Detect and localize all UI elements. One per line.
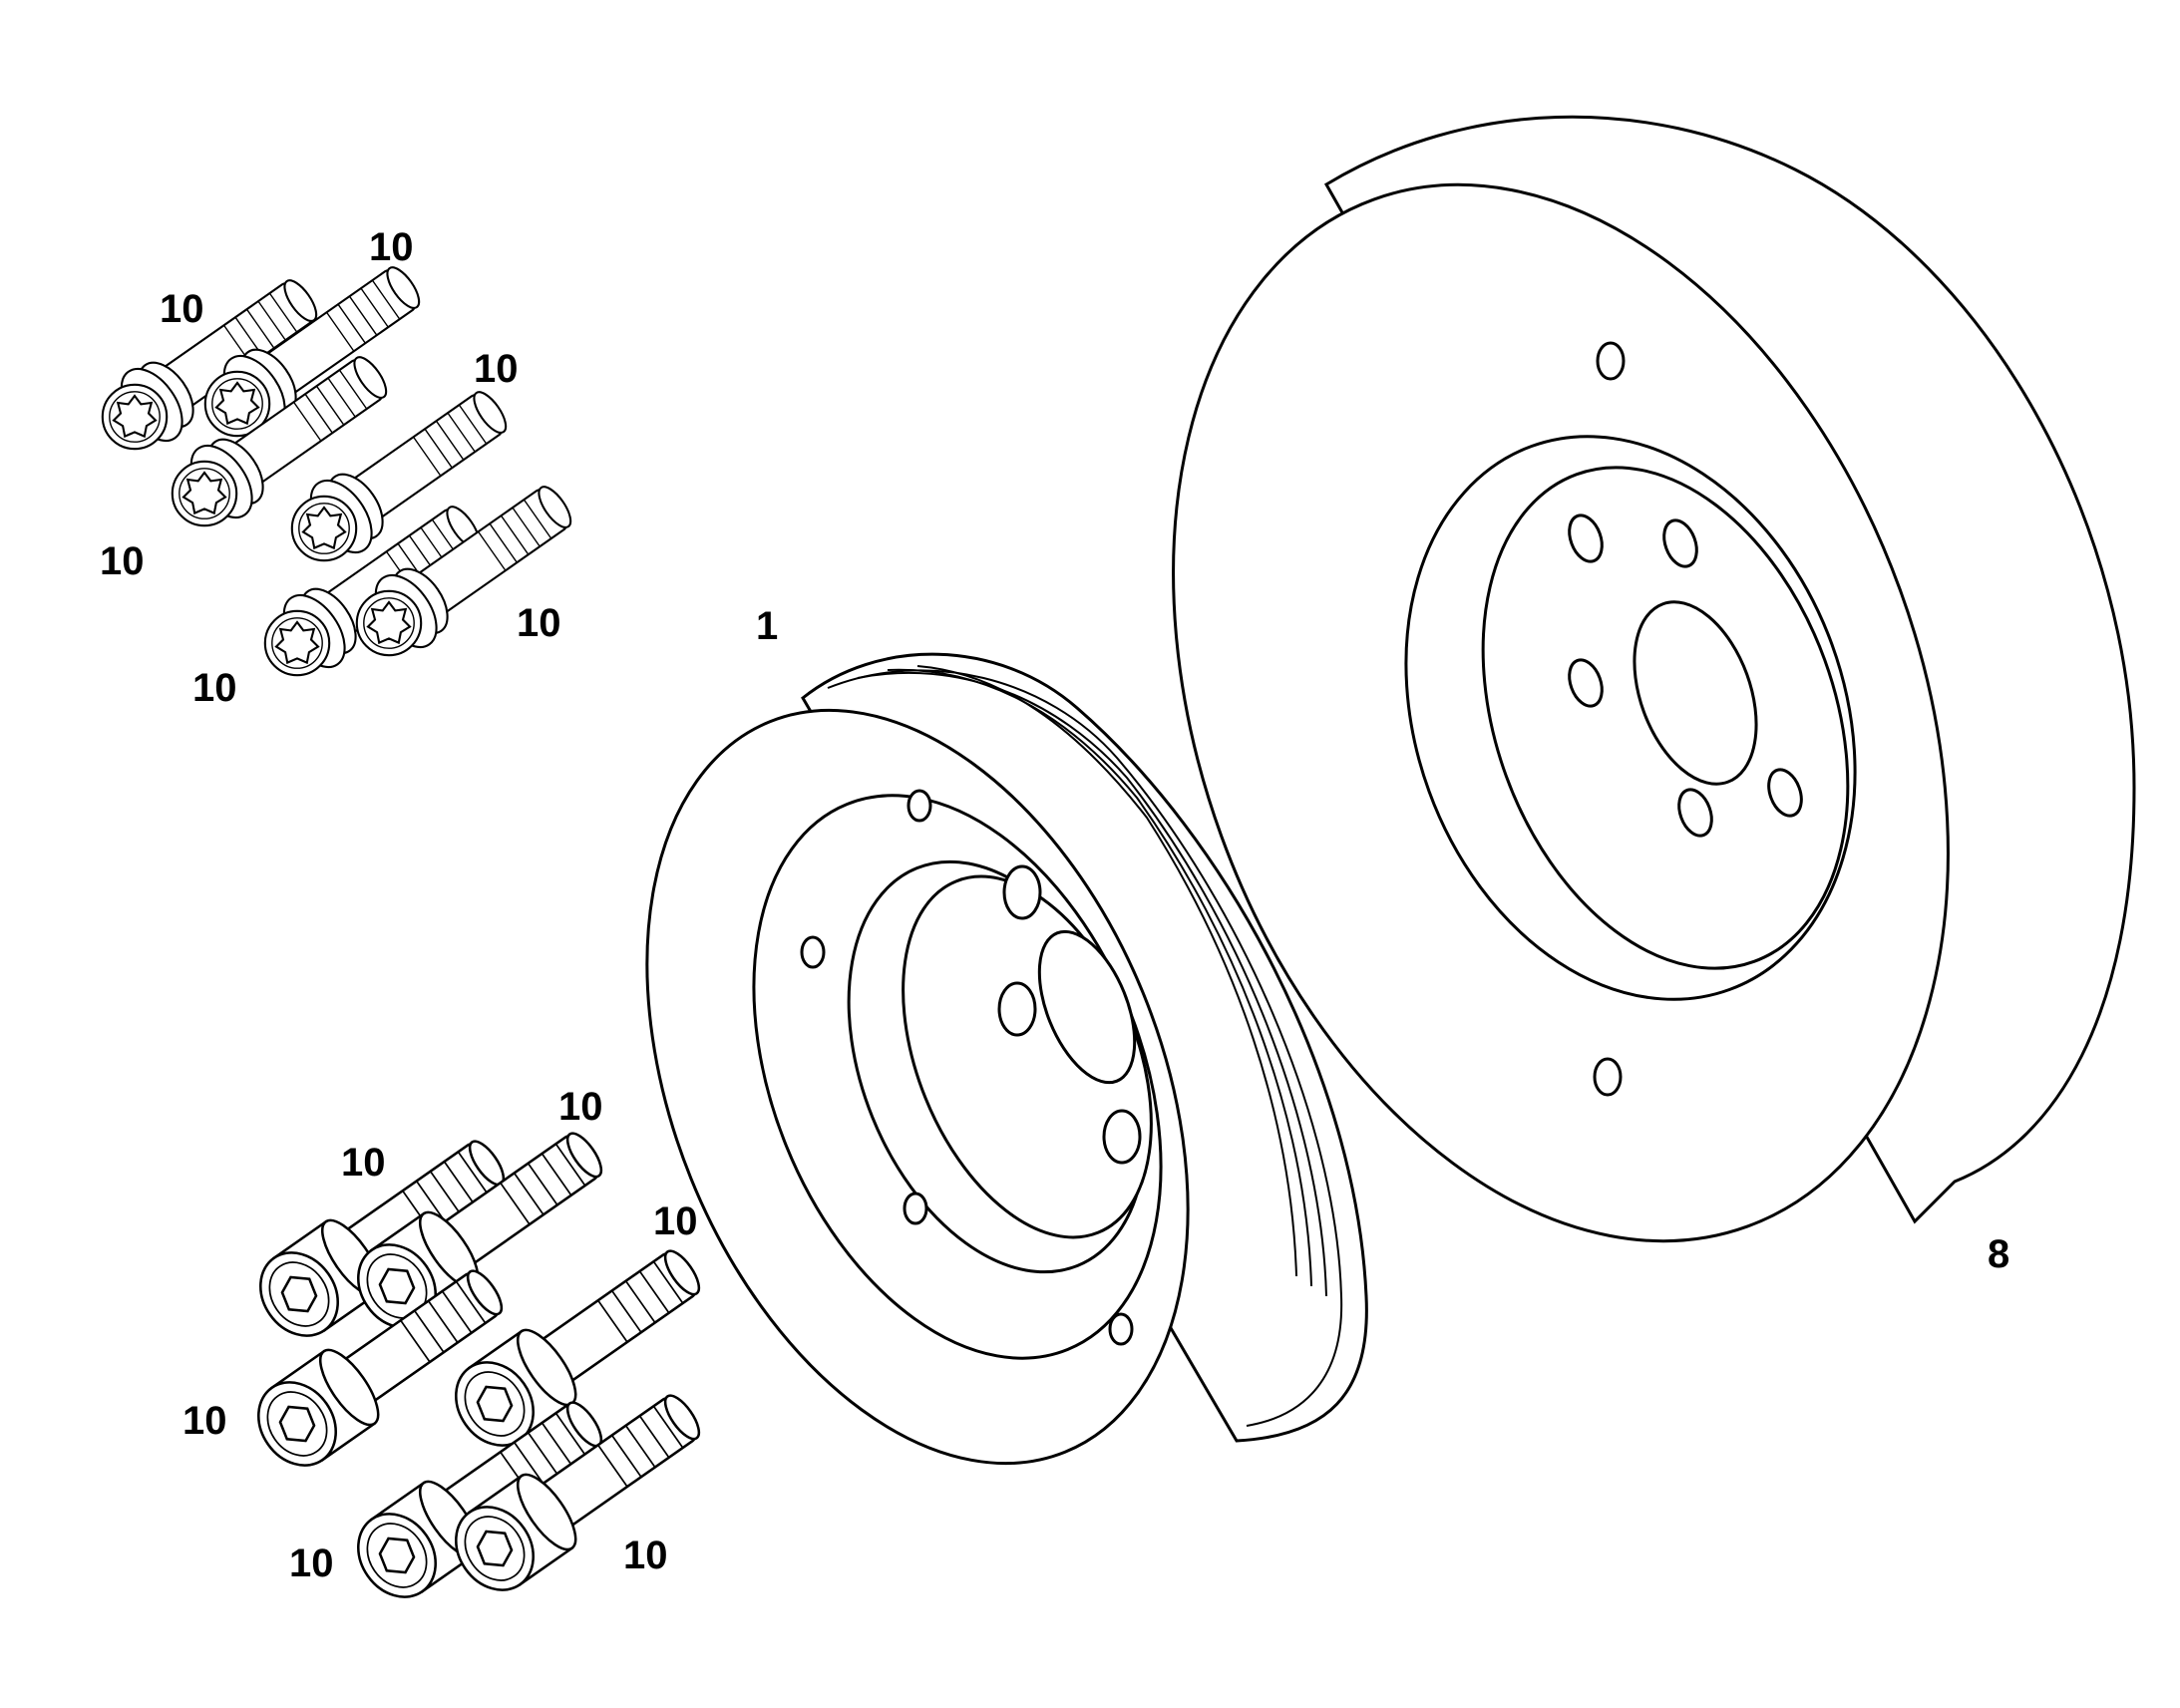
callout-torx-bolt-5: 10 [517,601,561,645]
vibration-damper [1172,115,2136,1243]
callout-torx-bolt-2: 10 [160,287,204,331]
callout-torx-bolt-4: 10 [100,539,145,583]
callout-torx-bolt-1: 10 [369,225,414,269]
belt-pulley [645,652,1368,1466]
callout-hex-bolt-4: 10 [182,1399,227,1443]
callout-hex-bolt-5: 10 [289,1541,334,1585]
callout-hex-bolt-1: 10 [558,1085,603,1129]
callout-pulley: 1 [756,604,779,648]
callout-damper: 8 [1988,1232,2010,1276]
callout-torx-bolt-6: 10 [192,666,237,710]
callout-hex-bolt-6: 10 [623,1534,668,1577]
callout-torx-bolt-3: 10 [474,347,519,391]
callout-hex-bolt-2: 10 [341,1141,386,1185]
callout-hex-bolt-3: 10 [653,1199,698,1243]
